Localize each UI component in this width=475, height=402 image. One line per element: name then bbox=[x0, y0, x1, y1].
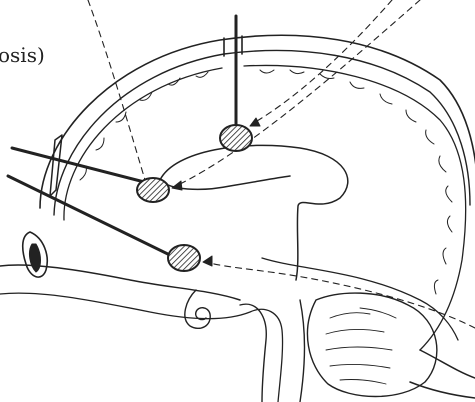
brainstem-outline bbox=[240, 300, 305, 402]
skull-base-lower bbox=[0, 293, 283, 402]
sulci-pattern bbox=[80, 70, 452, 294]
pituitary-loop bbox=[185, 290, 210, 328]
arrowhead-mid bbox=[172, 181, 182, 190]
skull-inner bbox=[54, 50, 470, 215]
skull-base-outer bbox=[410, 350, 475, 398]
dashed-trajectory-right-top bbox=[252, 0, 392, 124]
label-text: osis) bbox=[0, 43, 45, 67]
dashed-trajectory-lower bbox=[206, 262, 475, 328]
dashed-trajectory-right-mid bbox=[176, 0, 420, 186]
target-lower bbox=[168, 245, 200, 271]
probe-upper-oblique bbox=[12, 148, 160, 186]
arrowhead-top bbox=[250, 118, 260, 126]
target-middle bbox=[137, 178, 169, 202]
arrowhead-lower bbox=[203, 256, 212, 266]
frontal-bone-window bbox=[50, 135, 62, 196]
sinus-fill bbox=[29, 244, 40, 272]
cerebellum-folia bbox=[326, 308, 396, 384]
tentorium bbox=[262, 258, 458, 340]
target-upper bbox=[220, 125, 252, 151]
dashed-trajectory-left bbox=[88, 0, 148, 190]
